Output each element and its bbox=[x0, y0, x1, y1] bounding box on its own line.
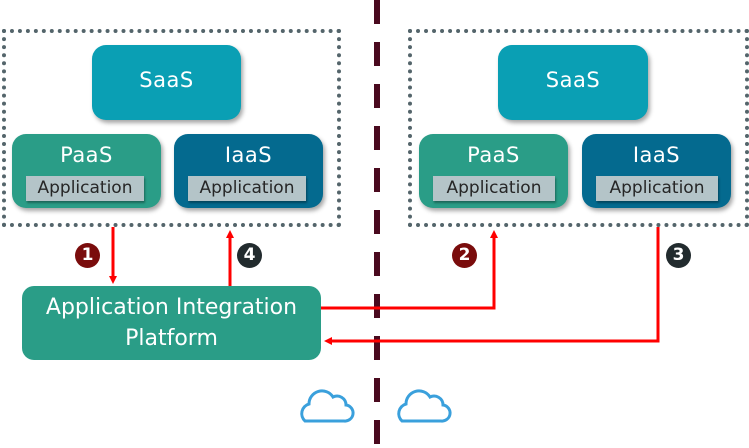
cloud-icon-right bbox=[397, 389, 452, 423]
step-badge-2: 2 bbox=[452, 243, 477, 268]
left-paas-tile: PaaS Application bbox=[12, 134, 161, 208]
application-integration-platform: Application Integration Platform bbox=[22, 286, 321, 360]
left-cloud-boundary bbox=[2, 29, 341, 227]
right-saas-tile: SaaS bbox=[498, 45, 648, 120]
left-saas-label: SaaS bbox=[139, 68, 194, 92]
right-paas-tile: PaaS Application bbox=[419, 134, 568, 208]
right-saas-label: SaaS bbox=[545, 68, 601, 92]
platform-label-line1: Application Integration bbox=[45, 295, 298, 320]
right-cloud-boundary bbox=[408, 29, 749, 227]
right-iaas-label: IaaS bbox=[632, 143, 681, 167]
step-badge-3: 3 bbox=[666, 243, 691, 268]
left-iaas-label: IaaS bbox=[224, 143, 273, 167]
left-paas-label: PaaS bbox=[60, 143, 113, 167]
right-iaas-tile: IaaS Application bbox=[582, 134, 731, 208]
left-paas-application: Application bbox=[26, 176, 144, 201]
arrow-2 bbox=[321, 230, 498, 310]
left-iaas-application: Application bbox=[188, 176, 306, 201]
step-badge-1: 1 bbox=[75, 243, 100, 268]
step-badge-4: 4 bbox=[237, 243, 262, 268]
right-paas-application: Application bbox=[433, 176, 555, 201]
left-iaas-tile: IaaS Application bbox=[174, 134, 323, 208]
right-paas-label: PaaS bbox=[467, 143, 520, 167]
arrow-3 bbox=[324, 227, 660, 345]
left-saas-tile: SaaS bbox=[92, 45, 241, 120]
right-iaas-application: Application bbox=[596, 176, 718, 201]
cloud-icon-left bbox=[300, 389, 355, 423]
platform-label-line2: Platform bbox=[125, 326, 218, 351]
